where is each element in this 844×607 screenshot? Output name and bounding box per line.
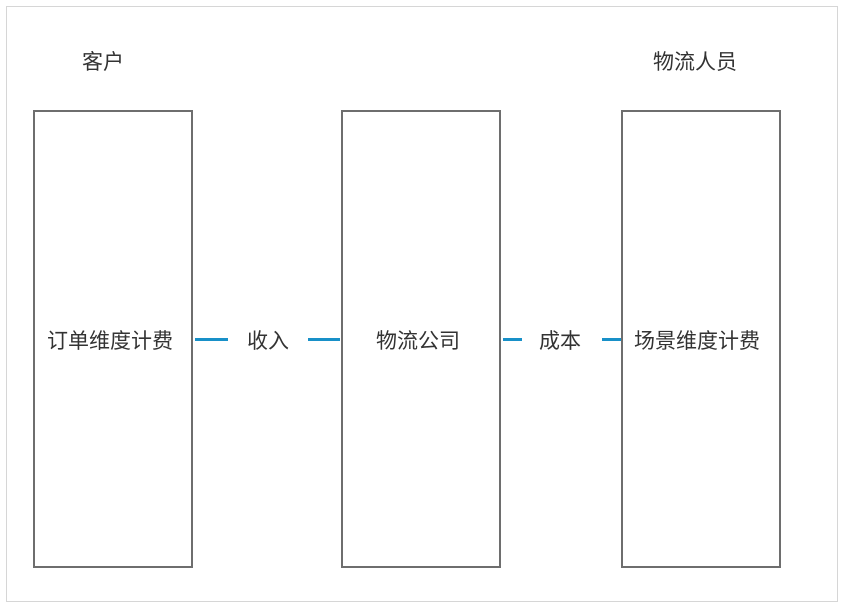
connector-revenue-line-right bbox=[308, 338, 340, 341]
connector-cost-label: 成本 bbox=[539, 329, 581, 353]
box-logistics-company-label: 物流公司 bbox=[376, 329, 460, 353]
heading-customer: 客户 bbox=[82, 50, 124, 74]
heading-logistics-staff: 物流人员 bbox=[653, 50, 737, 74]
connector-cost-line-right bbox=[602, 338, 621, 341]
box-order-billing-label: 订单维度计费 bbox=[47, 329, 173, 353]
box-scene-billing bbox=[621, 110, 781, 568]
box-order-billing bbox=[33, 110, 193, 568]
connector-revenue-line-left bbox=[195, 338, 228, 341]
box-logistics-company bbox=[341, 110, 501, 568]
connector-revenue-label: 收入 bbox=[247, 329, 289, 353]
box-scene-billing-label: 场景维度计费 bbox=[634, 329, 760, 353]
connector-cost-line-left bbox=[503, 338, 522, 341]
